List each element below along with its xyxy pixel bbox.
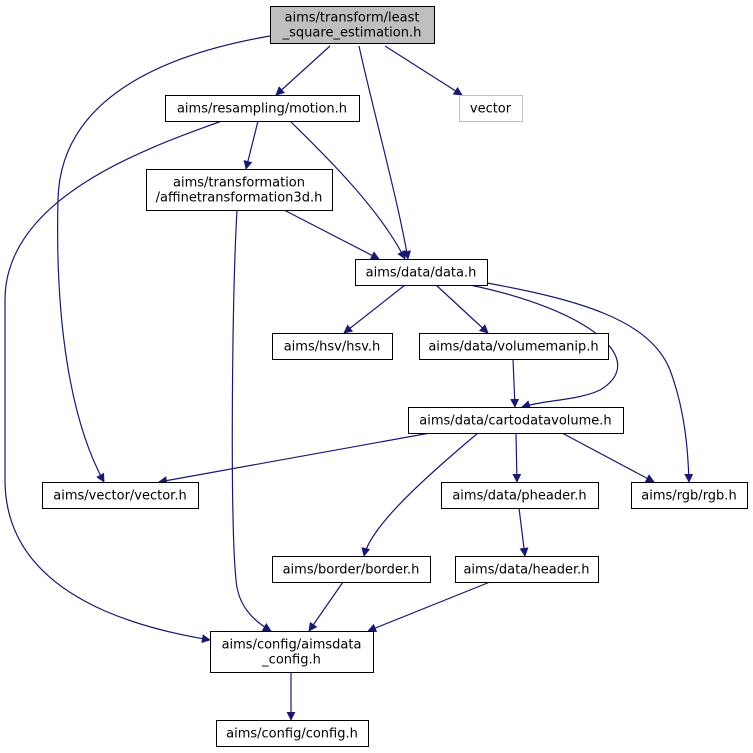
node-label: aims/config/config.h: [226, 727, 358, 742]
node-label: aims/hsv/hsv.h: [284, 340, 381, 355]
edge-least-square-to-vector-std: [384, 45, 463, 96]
edge-data-to-rgb: [486, 282, 694, 483]
edge-line: [358, 45, 412, 260]
node-motion[interactable]: aims/resampling/motion.h: [165, 95, 360, 122]
node-label: _config.h: [261, 653, 321, 668]
node-hsv[interactable]: aims/hsv/hsv.h: [272, 333, 393, 360]
edge-data-to-hsv: [343, 284, 406, 334]
edge-least-square-to-motion: [275, 45, 331, 96]
node-box: [455, 556, 599, 583]
node-box: [408, 407, 624, 434]
node-least-square-estimation[interactable]: aims/transform/least_square_estimation.h: [270, 6, 435, 44]
edge-line: [367, 581, 491, 633]
edge-line: [343, 284, 406, 334]
edge-motion-to-data: [289, 120, 406, 260]
edge-motion-to-affine: [243, 120, 259, 170]
node-affinetransformation3d[interactable]: aims/transformation/affinetransformation…: [146, 169, 333, 211]
edge-header-to-aimsdata-config: [367, 581, 491, 633]
edge-volumemanip-to-cartodatavolume: [510, 358, 520, 408]
node-pheader[interactable]: aims/data/pheader.h: [441, 482, 599, 509]
edge-line: [384, 45, 463, 96]
node-label: _square_estimation.h: [282, 26, 422, 41]
node-vector-std: vector: [459, 95, 523, 122]
edge-data-to-volumemanip: [435, 284, 489, 334]
edge-line: [510, 358, 520, 408]
node-label: aims/config/aimsdata: [222, 638, 362, 653]
node-box: [270, 6, 435, 44]
node-box: [459, 95, 523, 122]
edge-line: [158, 432, 431, 485]
node-box: [355, 259, 488, 286]
node-box: [42, 482, 199, 509]
node-box: [419, 333, 609, 360]
edge-line: [231, 209, 272, 632]
edge-least-square-to-aimsvector: [57, 35, 271, 483]
node-header[interactable]: aims/data/header.h: [455, 556, 599, 583]
node-data[interactable]: aims/data/data.h: [355, 259, 488, 286]
edge-line: [518, 507, 529, 557]
edge-line: [435, 284, 489, 334]
edge-data-to-cartodatavolume: [469, 284, 619, 409]
node-label: vector: [470, 102, 512, 117]
nodes-layer: aims/transform/least_square_estimation.h…: [42, 6, 748, 747]
node-label: aims/transform/least: [285, 11, 420, 26]
node-box: [272, 556, 431, 583]
edge-line: [361, 432, 479, 557]
edge-line: [469, 284, 619, 409]
edge-line: [512, 432, 522, 483]
edge-affine-to-aimsdata-config: [231, 209, 272, 632]
edge-cartodatavolume-to-rgb: [561, 432, 655, 483]
node-box: [631, 482, 748, 509]
node-label: /affinetransformation3d.h: [156, 191, 323, 206]
node-label: aims/border/border.h: [283, 563, 420, 578]
node-label: aims/vector/vector.h: [53, 489, 186, 504]
node-label: aims/rgb/rgb.h: [641, 489, 736, 504]
node-box: [210, 631, 374, 673]
node-box: [441, 482, 599, 509]
edge-cartodatavolume-to-aimsvector: [158, 432, 431, 485]
edge-line: [308, 581, 344, 632]
edge-border-to-aimsdata-config: [308, 581, 344, 632]
node-box: [272, 333, 393, 360]
edge-cartodatavolume-to-pheader: [512, 432, 522, 483]
node-rgb[interactable]: aims/rgb/rgb.h: [631, 482, 748, 509]
edge-cartodatavolume-to-border: [361, 432, 479, 557]
edge-pheader-to-header: [518, 507, 529, 557]
edge-line: [4, 120, 223, 644]
edge-line: [283, 209, 380, 260]
node-box: [146, 169, 333, 211]
node-label: aims/data/pheader.h: [452, 489, 586, 504]
node-border[interactable]: aims/border/border.h: [272, 556, 431, 583]
edge-least-square-to-data: [358, 45, 412, 260]
node-label: aims/data/cartodatavolume.h: [419, 414, 611, 429]
edge-line: [275, 45, 331, 96]
node-label: aims/data/header.h: [463, 563, 589, 578]
edge-line: [486, 282, 694, 483]
node-box: [216, 720, 369, 747]
node-label: aims/transformation: [173, 176, 305, 191]
edge-affine-to-data: [283, 209, 380, 260]
node-aimsdata-config[interactable]: aims/config/aimsdata_config.h: [210, 631, 374, 673]
node-label: aims/resampling/motion.h: [177, 102, 347, 117]
edge-line: [561, 432, 655, 483]
node-volumemanip[interactable]: aims/data/volumemanip.h: [419, 333, 609, 360]
node-box: [165, 95, 360, 122]
node-config[interactable]: aims/config/config.h: [216, 720, 369, 747]
edge-line: [57, 35, 271, 483]
node-aims-vector[interactable]: aims/vector/vector.h: [42, 482, 199, 509]
edges-layer: [4, 35, 694, 721]
edge-line: [243, 120, 259, 170]
node-label: aims/data/volumemanip.h: [428, 340, 598, 355]
node-label: aims/data/data.h: [366, 266, 477, 281]
node-cartodatavolume[interactable]: aims/data/cartodatavolume.h: [408, 407, 624, 434]
edge-motion-to-aimsdata-config: [4, 120, 223, 644]
edge-line: [289, 120, 406, 260]
